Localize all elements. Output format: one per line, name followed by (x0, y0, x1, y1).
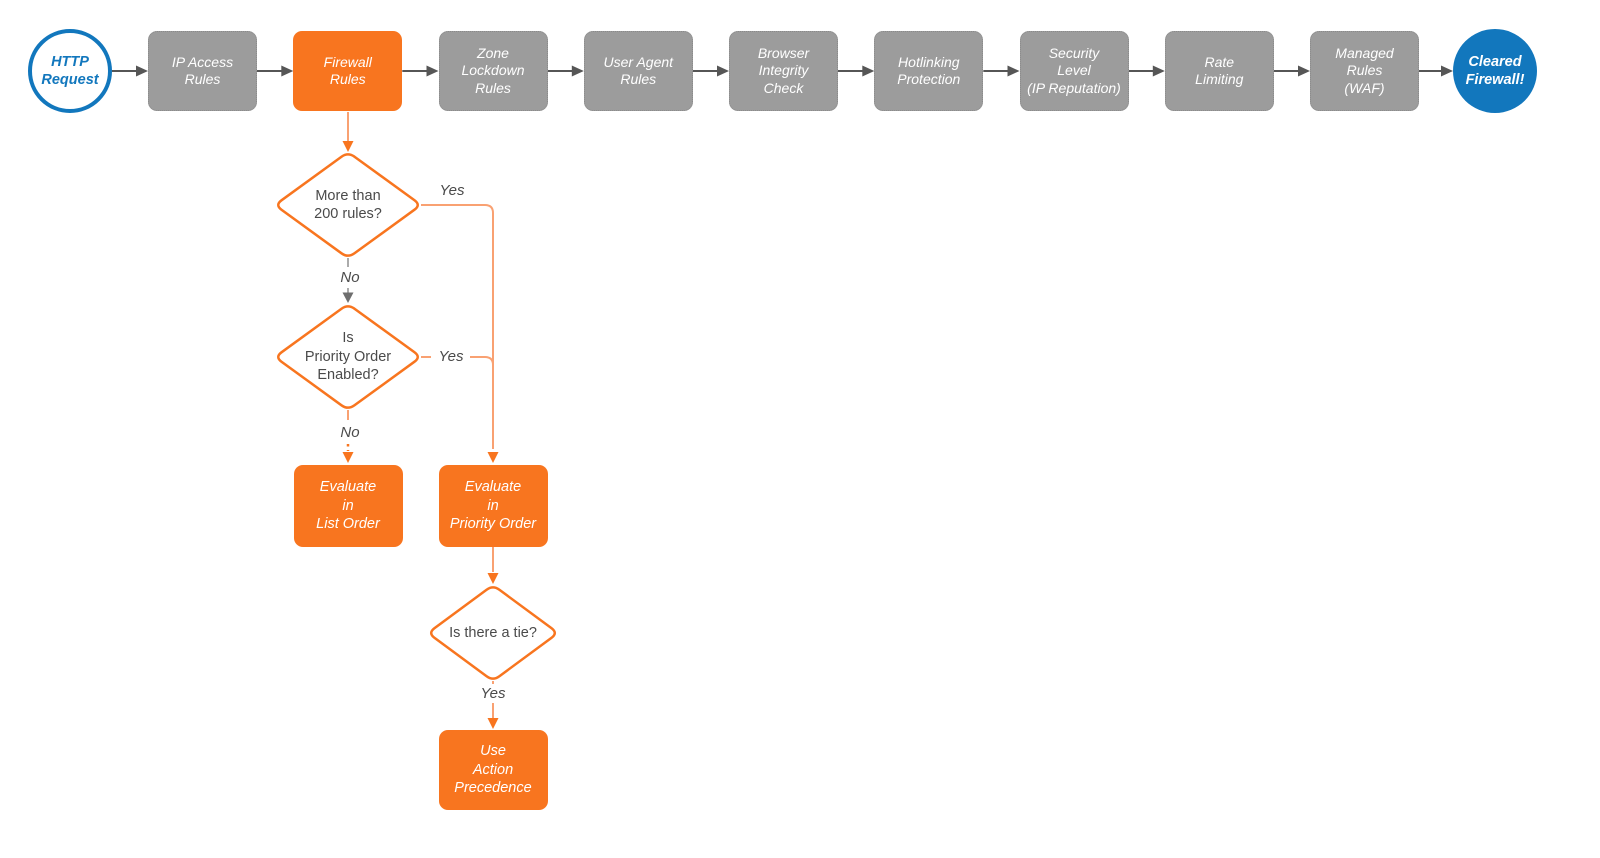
diamond-label-priority-order-enabled: Is Priority Order Enabled? (288, 329, 408, 385)
node-ip-access-rules: IP Access Rules (148, 31, 257, 111)
node-label-line: Limiting (1195, 71, 1244, 87)
node-security-level: Security Level (IP Reputation) (1019, 31, 1129, 111)
node-label-line: (WAF) (1344, 79, 1385, 96)
node-label-line: Rules (475, 79, 511, 96)
edge-d2-yes (421, 356, 494, 366)
node-label-line: Level (1057, 62, 1091, 79)
node-label-line: Protection (897, 71, 961, 87)
edge-ipaccess-to-firewall (257, 65, 294, 77)
edge-label-d1-no: No (340, 268, 360, 286)
edge-label-d1-yes: Yes (439, 181, 465, 199)
diamond-priority-order-enabled (277, 305, 419, 409)
edge-label-d2-yes: Yes (438, 347, 464, 365)
node-label-line: Firewall (323, 53, 372, 70)
node-label-line: Check (763, 79, 804, 96)
node-label-line: Is (342, 330, 354, 347)
edge-http-to-ipaccess (112, 65, 148, 77)
edge-ratelimiting-to-managedrules (1273, 65, 1310, 77)
node-label-line: 200 rules? (314, 206, 382, 222)
node-label-line: Browser (757, 44, 810, 61)
node-label-line: IP Access (171, 53, 234, 70)
edge-d1-yes (421, 204, 499, 463)
node-label-line: Enabled? (317, 367, 379, 384)
node-label-line: User Agent (603, 53, 674, 70)
edge-managedrules-to-cleared (1419, 65, 1453, 77)
node-label-line: Evaluate (319, 479, 377, 496)
node-label-line: Is there a tie? (449, 624, 537, 641)
node-label-line: Hotlinking (898, 53, 960, 70)
node-use-action-precedence: Use Action Precedence (438, 730, 548, 810)
node-browser-integrity-check: Browser Integrity Check (729, 31, 838, 111)
node-hotlinking-protection: Hotlinking Protection (874, 31, 984, 111)
edge-browserintegrity-to-hotlinking (838, 65, 875, 77)
node-label-line: Integrity (758, 62, 809, 79)
node-label-line: Rate (1204, 53, 1235, 70)
node-label-line: Precedence (454, 780, 532, 797)
node-label-line: Security (1048, 44, 1100, 61)
node-label-line: Rules (620, 71, 657, 87)
diamond-label-is-there-a-tie: Is there a tie? (428, 619, 558, 647)
edge-label-d3-yes: Yes (480, 684, 506, 702)
node-label-line: Request (41, 72, 99, 88)
diamond-is-there-a-tie (429, 586, 557, 680)
node-label-line: Zone (477, 44, 509, 61)
edge-priority-to-d3 (487, 547, 499, 584)
node-cleared-firewall: Cleared Firewall! (1453, 29, 1537, 113)
node-label-line: Action (472, 761, 514, 778)
node-label-line: Rules (184, 71, 221, 87)
diamond-label-more-than-200-rules: More than 200 rules? (288, 180, 408, 230)
node-label-line: Lockdown (461, 62, 525, 79)
node-label-line: in (487, 497, 499, 514)
node-label-line: List Order (316, 516, 380, 533)
node-user-agent-rules: User Agent Rules (583, 31, 693, 111)
edge-d2-no (342, 410, 354, 463)
node-label-line: Cleared (1468, 54, 1522, 70)
edge-firewall-to-d1 (342, 112, 354, 152)
edge-zonelockdown-to-useragent (547, 65, 584, 77)
node-label-line: Evaluate (464, 479, 522, 496)
edge-hotlinking-to-securitylevel (983, 65, 1020, 77)
node-label-line: Rules (329, 71, 366, 87)
node-http-request: HTTP Request (28, 29, 112, 113)
node-label-line: (IP Reputation) (1027, 79, 1121, 96)
node-label-line: Priority Order (304, 348, 392, 365)
node-firewall-rules: Firewall Rules (293, 31, 403, 111)
edge-d3-yes (487, 681, 499, 729)
node-label-line: Firewall! (1465, 72, 1525, 88)
node-rate-limiting: Rate Limiting (1164, 31, 1274, 111)
node-label-line: Managed (1335, 44, 1394, 61)
edge-label-d2-no: No (340, 423, 360, 441)
node-label-line: Rules (1346, 62, 1383, 79)
node-evaluate-in-priority-order: Evaluate in Priority Order (438, 465, 548, 547)
node-label-line: Use (480, 743, 506, 760)
diamond-more-than-200-rules (277, 153, 419, 257)
edge-firewall-to-zonelockdown (402, 65, 439, 77)
edge-securitylevel-to-ratelimiting (1128, 65, 1165, 77)
node-zone-lockdown-rules: Zone Lockdown Rules (438, 31, 548, 111)
node-managed-rules-waf: Managed Rules (WAF) (1310, 31, 1419, 111)
edge-d1-no (342, 258, 354, 303)
node-label-line: Priority Order (449, 516, 537, 533)
node-evaluate-in-list-order: Evaluate in List Order (293, 465, 403, 547)
node-label-line: HTTP (51, 54, 89, 70)
node-label-line: in (342, 497, 354, 514)
edge-useragent-to-browserintegrity (692, 65, 729, 77)
node-label-line: More than (315, 187, 381, 204)
